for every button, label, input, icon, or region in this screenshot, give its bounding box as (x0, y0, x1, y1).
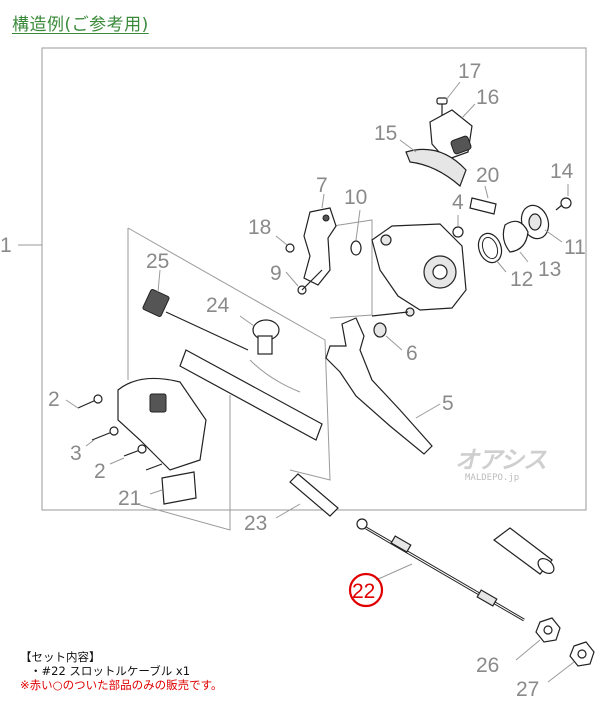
part-2-screws (65, 394, 163, 471)
label-part-1: 1 (0, 234, 12, 257)
part-labels: 1 2 2 3 4 5 6 7 9 10 11 12 13 14 15 16 1… (0, 60, 586, 701)
wire-bar (179, 349, 323, 441)
part-14-screw (555, 184, 572, 211)
part-5-throttle-lever (325, 317, 441, 455)
part-6-spring (373, 322, 403, 351)
switch-cover (117, 377, 207, 471)
part-22-throttle-cable (356, 518, 525, 622)
part-18-nut (275, 235, 295, 253)
highlight-circle (348, 572, 384, 608)
label-part-27: 27 (516, 678, 539, 701)
label-part-18: 18 (248, 216, 271, 239)
label-part-6: 6 (406, 342, 418, 365)
label-part-13: 13 (538, 258, 561, 281)
label-part-4: 4 (452, 191, 464, 214)
part-7-bracket (303, 193, 337, 286)
label-part-5: 5 (442, 392, 454, 415)
part-12-ring (477, 232, 507, 273)
label-part-22: 22 (352, 580, 375, 603)
part-3-screw (85, 426, 119, 447)
set-contents: 【セット内容】 ・#22 スロットルケーブル x1 ※赤い○のついた部品のみの販… (20, 650, 223, 692)
watermark: オアシス MALDEPO.jp (455, 440, 547, 483)
label-part-16: 16 (476, 86, 499, 109)
label-part-7: 7 (316, 174, 328, 197)
part-11-spring-washer (520, 204, 563, 243)
set-contents-item: ・#22 スロットルケーブル x1 (30, 664, 191, 678)
label-part-26: 26 (476, 654, 499, 677)
part-21-sticker (149, 471, 197, 505)
label-part-24: 24 (206, 294, 230, 317)
label-part-2: 2 (48, 388, 60, 411)
part-27-nut (547, 641, 595, 683)
label-part-2b: 2 (94, 460, 106, 483)
part-24-clamp (239, 315, 280, 355)
label-part-15: 15 (374, 122, 397, 145)
sleeve (492, 527, 555, 575)
page-title: 構造例(ご参考用) (12, 15, 149, 35)
sub-frame (127, 219, 373, 531)
set-contents-heading: 【セット内容】 (20, 650, 101, 664)
label-part-20: 20 (476, 164, 499, 187)
part-13-plate (502, 220, 529, 263)
label-part-25: 25 (146, 250, 169, 273)
part-25-switch (142, 269, 249, 351)
part-20-strip (469, 185, 497, 215)
label-part-12: 12 (510, 268, 533, 291)
label-part-23: 23 (244, 512, 267, 535)
part-23-pin (275, 473, 339, 519)
label-part-11: 11 (564, 236, 586, 259)
part-10-washer (350, 209, 362, 256)
watermark-logo: オアシス (455, 446, 547, 474)
label-part-10: 10 (344, 186, 367, 209)
label-part-17: 17 (458, 60, 481, 83)
label-part-3: 3 (70, 442, 82, 465)
watermark-sub: MALDEPO.jp (465, 473, 520, 483)
sale-note: ※赤い○のついた部品のみの販売です。 (20, 678, 223, 692)
part-26-nut (515, 617, 561, 661)
label-part-14: 14 (550, 160, 574, 183)
label-part-21: 21 (118, 487, 141, 510)
part-4-nut (452, 215, 464, 238)
part-9-bolt (285, 269, 323, 295)
part-16-knob (429, 103, 476, 161)
part-15-cover (399, 139, 467, 188)
assembly-frame (18, 47, 587, 511)
throttle-housing (371, 223, 467, 317)
label-part-9: 9 (270, 262, 282, 285)
part-17-screw (436, 81, 461, 116)
